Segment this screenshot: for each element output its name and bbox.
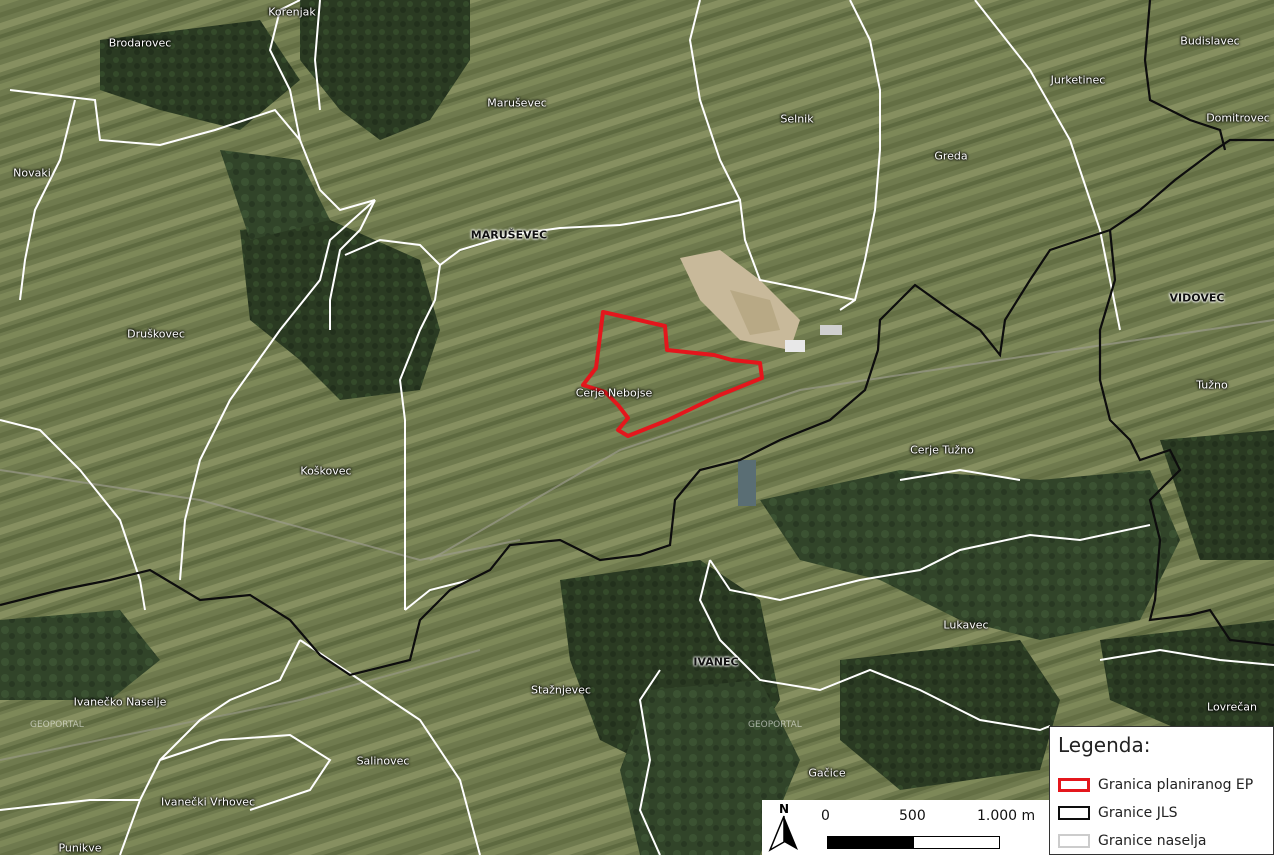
scale-segment-black [827, 836, 914, 849]
north-letter: N [779, 802, 789, 816]
settlement-label: Ivanečko Naselje [73, 695, 167, 709]
settlement-label: Lovrečan [1207, 700, 1257, 714]
north-arrow: N [762, 800, 807, 855]
settlement-label: Budislavec [1180, 34, 1240, 48]
settlement-label: Novaki [13, 166, 51, 180]
legend-swatch-red [1058, 778, 1090, 792]
legend-label: Granice naselja [1098, 833, 1207, 849]
settlement-label: Koškovec [300, 464, 352, 478]
scale-bar: 0 500 1.000 m [807, 800, 1049, 855]
legend-swatch-black [1058, 806, 1090, 820]
legend-label: Granica planiranog EP [1098, 777, 1254, 793]
settlement-label: Brodarovec [108, 36, 172, 50]
geoportal-watermark: GEOPORTAL [748, 720, 802, 730]
scale-label-0: 0 [821, 808, 830, 824]
ep-boundary [581, 310, 764, 438]
north-arrow-icon: N [768, 802, 798, 852]
settlement-label: Greda [934, 149, 968, 163]
settlement-label: Cerje Nebojse [575, 386, 653, 400]
scale-segment-white [913, 836, 1000, 849]
municipality-label: MARUŠEVEC [470, 228, 548, 242]
settlement-label: Lukavec [943, 618, 989, 632]
settlement-label: Druškovec [127, 327, 185, 341]
settlement-label: Punikve [58, 841, 102, 855]
legend-item-ep-boundary: Granica planiranog EP [1058, 775, 1253, 795]
geoportal-watermark: GEOPORTAL [30, 720, 84, 730]
legend-label: Granice JLS [1098, 805, 1178, 821]
municipality-boundaries [0, 0, 1274, 677]
settlement-label: Ivanečki Vrhovec [160, 795, 256, 809]
settlement-label: Domitrovec [1206, 111, 1270, 125]
municipality-label: VIDOVEC [1169, 291, 1225, 305]
map-legend: Legenda: Granica planiranog EP Granice J… [1049, 726, 1274, 855]
legend-item-settlement-boundary: Granice naselja [1058, 831, 1206, 851]
legend-swatch-white [1058, 834, 1090, 848]
settlement-label: Maruševec [487, 96, 547, 110]
settlement-label: Cerje Tužno [910, 443, 974, 457]
settlement-label: Jurketinec [1050, 73, 1106, 87]
legend-title: Legenda: [1058, 733, 1151, 757]
settlement-label: Selnik [780, 112, 814, 126]
municipality-label: IVANEC [693, 655, 739, 669]
settlement-label: Gačice [808, 766, 846, 780]
scale-label-1000: 1.000 m [977, 808, 1036, 824]
legend-item-jls-boundary: Granice JLS [1058, 803, 1178, 823]
settlement-label: Korenjak [268, 5, 316, 19]
settlement-label: Stažnjevec [531, 683, 591, 697]
settlement-label: Tužno [1196, 378, 1228, 392]
scale-label-500: 500 [899, 808, 926, 824]
settlement-label: Salinovec [356, 754, 410, 768]
